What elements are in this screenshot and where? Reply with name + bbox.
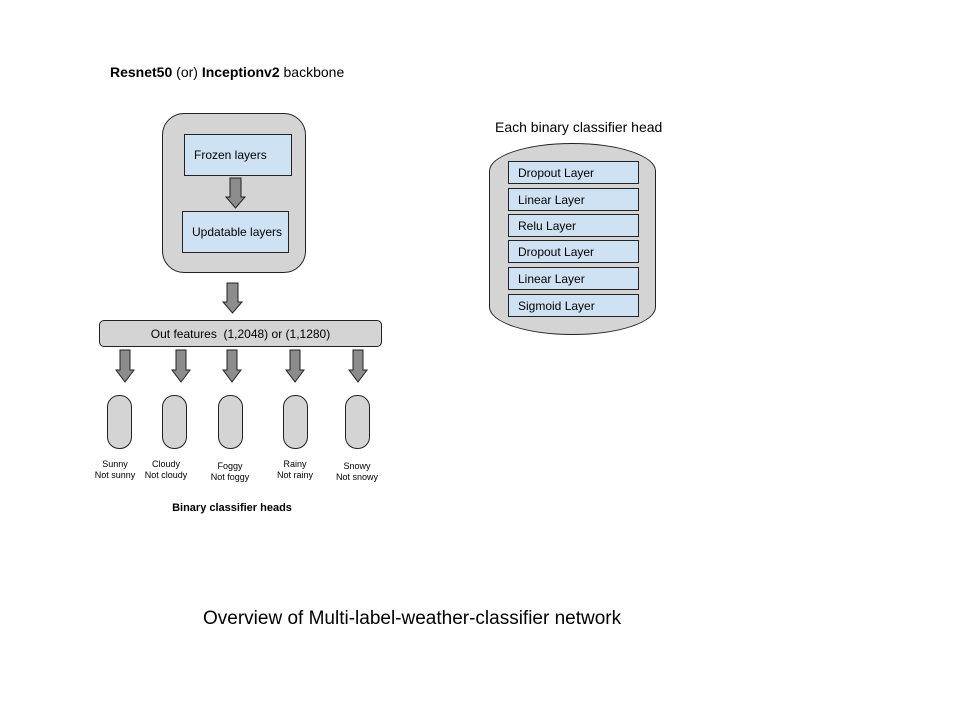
head-cylinder-cloudy: [162, 395, 187, 449]
head-label-cloudy: Cloudy Not cloudy: [131, 459, 201, 481]
arrow-backbone-to-features: [221, 282, 244, 314]
arrow-frozen-to-updatable-shape: [224, 177, 247, 209]
head-cylinder-sunny: [107, 395, 132, 449]
out-features-bar: Out features (1,2048) or (1,1280): [99, 320, 382, 347]
head-negative-label: Not foggy: [210, 472, 250, 482]
diagram-caption: Overview of Multi-label-weather-classifi…: [203, 608, 622, 629]
classifier-head-title: Each binary classifier head: [495, 119, 663, 135]
head-cylinder-foggy: [218, 395, 243, 449]
backbone-suffix: backbone: [279, 64, 345, 80]
head-positive-label: Rainy: [283, 459, 307, 469]
head-positive-label: Sunny: [102, 459, 128, 469]
stack-layer-sigmoid: Sigmoid Layer: [508, 294, 639, 317]
head-positive-label: Foggy: [217, 461, 243, 471]
stack-layer-dropout-1: Dropout Layer: [508, 161, 639, 184]
arrow-to-head-4: [285, 349, 305, 383]
head-negative-label: Not snowy: [335, 472, 379, 482]
backbone-model-a: Resnet50: [110, 64, 173, 80]
head-negative-label: Not cloudy: [144, 470, 188, 480]
head-label-rainy: Rainy Not rainy: [260, 459, 330, 481]
arrow-to-head-3-shape: [222, 349, 242, 383]
head-label-snowy: Snowy Not snowy: [322, 461, 392, 483]
arrow-to-head-5-shape: [348, 349, 368, 383]
arrow-backbone-to-features-shape: [221, 282, 244, 314]
stack-layer-linear-1: Linear Layer: [508, 188, 639, 211]
backbone-model-b: Inceptionv2: [201, 64, 280, 80]
updatable-layers-box: Updatable layers: [182, 211, 289, 253]
stack-layer-dropout-2: Dropout Layer: [508, 240, 639, 263]
head-negative-label: Not rainy: [276, 470, 313, 480]
arrow-to-head-5: [348, 349, 368, 383]
stack-layer-relu: Relu Layer: [508, 214, 639, 237]
arrow-to-head-2: [171, 349, 191, 383]
head-cylinder-rainy: [283, 395, 308, 449]
head-positive-label: Cloudy: [151, 459, 180, 469]
arrow-to-head-2-shape: [171, 349, 191, 383]
backbone-title: Resnet50 (or) Inceptionv2 backbone: [110, 64, 344, 80]
arrow-to-head-4-shape: [285, 349, 305, 383]
arrow-to-head-1: [115, 349, 135, 383]
head-positive-label: Snowy: [343, 461, 371, 471]
head-cylinder-snowy: [345, 395, 370, 449]
head-negative-label: Not sunny: [94, 470, 136, 480]
backbone-connector: (or): [172, 64, 202, 80]
head-label-foggy: Foggy Not foggy: [195, 461, 265, 483]
stack-layer-linear-2: Linear Layer: [508, 267, 639, 290]
arrow-frozen-to-updatable: [224, 177, 247, 209]
head-label-sunny: Sunny Not sunny: [80, 459, 150, 481]
heads-caption: Binary classifier heads: [172, 502, 292, 514]
frozen-layers-box: Frozen layers: [184, 134, 292, 176]
arrow-to-head-1-shape: [115, 349, 135, 383]
arrow-to-head-3: [222, 349, 242, 383]
